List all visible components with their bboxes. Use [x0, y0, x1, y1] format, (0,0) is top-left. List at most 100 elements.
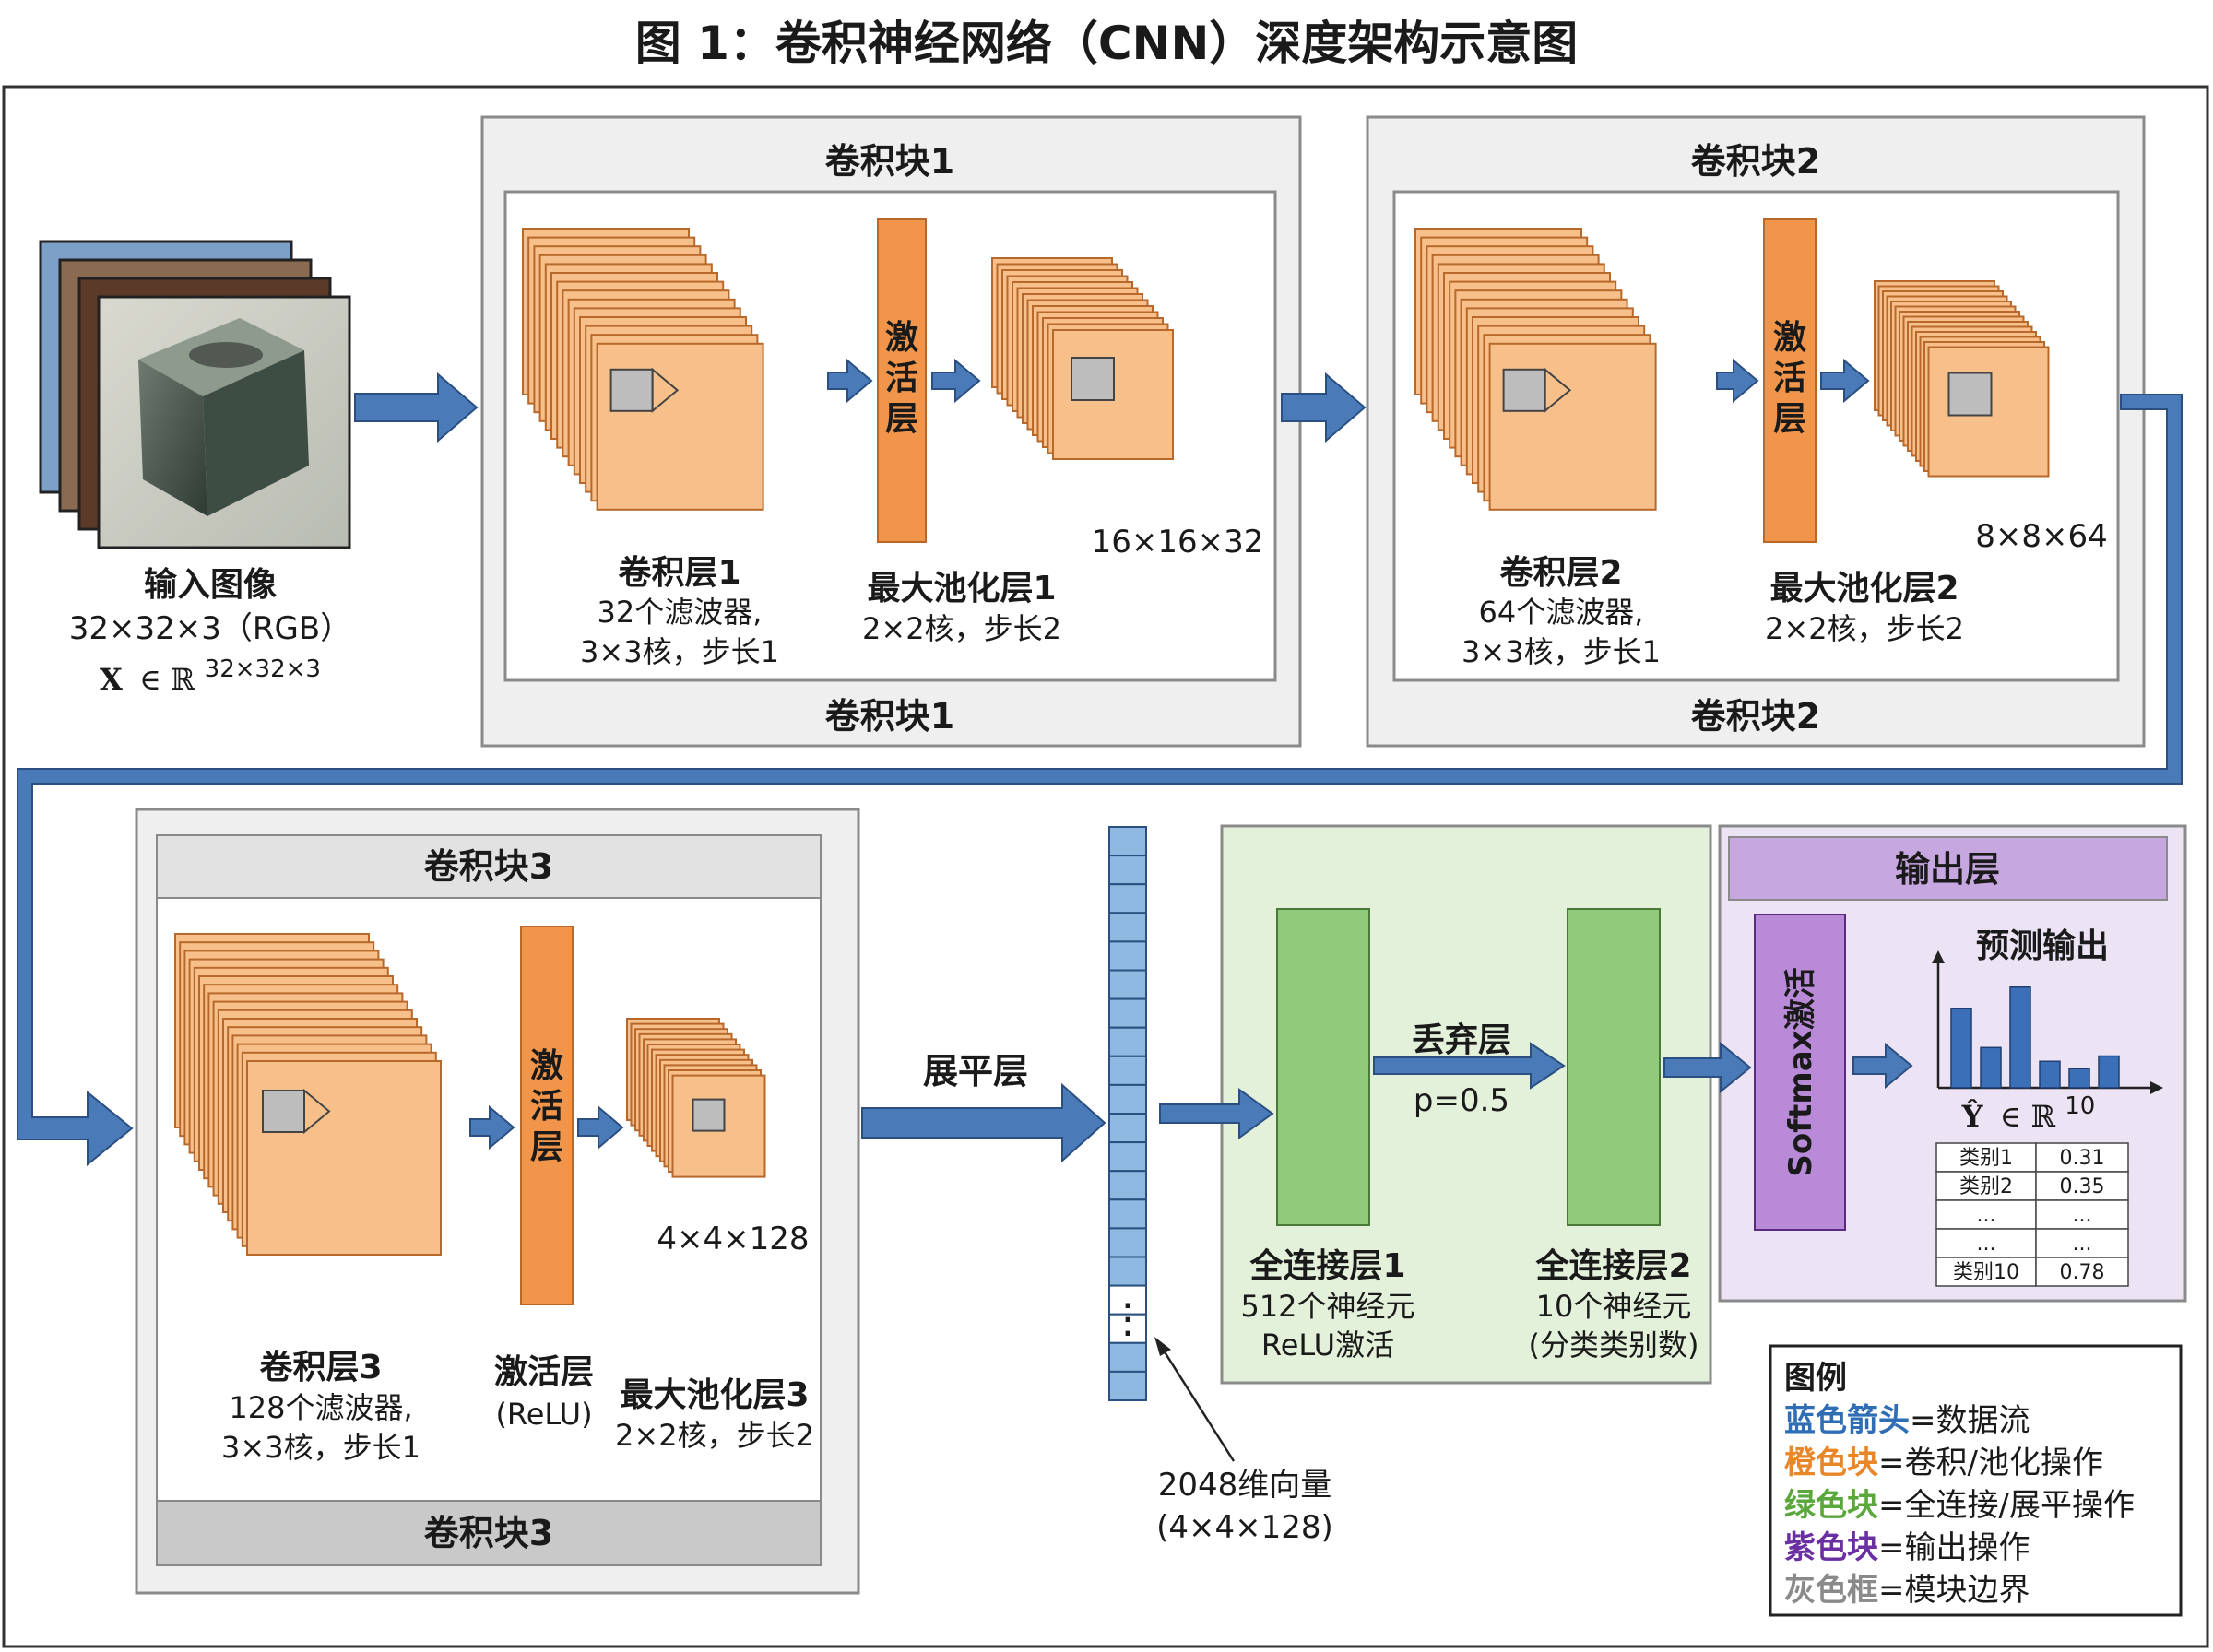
legend-key: 紫色块 — [1784, 1529, 1878, 1566]
legend-key: 绿色块 — [1784, 1487, 1878, 1524]
vector-cell — [1108, 1284, 1147, 1316]
fc1-desc1: 512个神经元 — [1240, 1289, 1414, 1324]
kernel-slide-marker — [1544, 367, 1572, 413]
kernel-window — [1947, 372, 1993, 417]
legend-text: =输出操作 — [1878, 1529, 2030, 1566]
arrow-act3-to-pool3 — [577, 1104, 624, 1150]
fc1-name: 全连接层1 — [1249, 1246, 1405, 1285]
data-flow-arrows — [17, 358, 2183, 1167]
block2-conv-stack — [1414, 228, 1657, 511]
block3-conv-desc1: 128个滤波器, — [229, 1390, 412, 1425]
legend-key: 橙色块 — [1784, 1445, 1878, 1481]
block3-title-top: 卷积块3 — [424, 846, 553, 887]
flatten-vector-label1: 2048维向量 — [1158, 1467, 1332, 1504]
table-cell — [1935, 1228, 2037, 1258]
block3-pool-name: 最大池化层3 — [620, 1376, 809, 1414]
arrow-input-to-block1 — [354, 372, 479, 443]
table-prob-value: 0.35 — [2060, 1175, 2105, 1198]
kernel-window — [1071, 357, 1115, 401]
vector-cell — [1108, 1113, 1147, 1144]
vector-cell — [1108, 1083, 1147, 1115]
pred-x-axis-head — [2150, 1081, 2163, 1094]
table-class-label: 类别10 — [1953, 1261, 2019, 1284]
legend-text: =数据流 — [1910, 1402, 2030, 1439]
prediction-bar-chart — [1932, 950, 2163, 1094]
block3-title-bottom: 卷积块3 — [424, 1513, 553, 1553]
table-class-label: ... — [1977, 1233, 1996, 1256]
block3-pool-desc: 2×2核，步长2 — [615, 1418, 814, 1453]
block3-activation-label: 激活层 — [530, 1047, 563, 1166]
block3-conv-desc2: 3×3核，步长1 — [221, 1430, 420, 1465]
legend-box — [1769, 1344, 2183, 1617]
softmax-layer — [1754, 914, 1846, 1231]
block1-conv-name: 卷积层1 — [618, 554, 740, 592]
input-math-sup: 32×32×3 — [205, 655, 321, 683]
vector-cell — [1108, 997, 1147, 1029]
block2-pool-desc: 2×2核，步长2 — [1765, 611, 1964, 646]
table-prob-value: ... — [2073, 1233, 2092, 1256]
arrow-act2-to-pool2 — [1820, 358, 1870, 404]
block2-conv-name: 卷积层2 — [1499, 554, 1622, 592]
pred-y-axis-head — [1932, 950, 1945, 963]
block1-pool-desc: 2×2核，步长2 — [862, 611, 1061, 646]
kernel-window — [609, 368, 654, 412]
block1-activation-label: 激活层 — [885, 319, 918, 438]
block3-title-bottom-bar — [156, 1500, 822, 1566]
outer-frame — [2, 85, 2209, 1648]
arrow-conv2-to-act2 — [1716, 358, 1759, 404]
block2-output-shape: 8×8×64 — [1975, 518, 2108, 555]
vector-cell — [1108, 1256, 1147, 1287]
vector-cell — [1108, 826, 1147, 857]
pred-bar — [1980, 1046, 2002, 1089]
legend-text: =卷积/池化操作 — [1878, 1445, 2103, 1481]
fc1-desc2: ReLU激活 — [1261, 1328, 1394, 1363]
kernel-window — [1502, 368, 1546, 412]
block3-output-shape: 4×4×128 — [657, 1221, 809, 1257]
legend-item: 蓝色箭头=数据流 — [1784, 1402, 2030, 1439]
arrow-fc1-to-fc2 — [1373, 1042, 1566, 1090]
block1-conv-desc1: 32个滤波器, — [598, 595, 763, 630]
table-cell — [2035, 1142, 2129, 1173]
block3-conv-name: 卷积层3 — [259, 1349, 382, 1386]
conv-block-1: 卷积块1 卷积块1 激活层 卷积层1 32个滤波器, 3×3核，步长1 最大池化… — [480, 115, 1302, 748]
vector-cell — [1108, 1141, 1147, 1173]
input-shape: 32×32×3（RGB） — [69, 610, 351, 647]
legend-text: =模块边界 — [1878, 1572, 2030, 1609]
block1-pool-stack — [991, 257, 1174, 460]
conv-block-2: 卷积块2 卷积块2 激活层 卷积层2 64个滤波器, 3×3核，步长1 最大池化… — [1366, 115, 2146, 748]
legend-key: 灰色框 — [1784, 1572, 1878, 1609]
block2-pool-stack — [1874, 280, 2050, 478]
flatten-vector — [1108, 826, 1147, 1402]
block2-activation-label: 激活层 — [1773, 319, 1806, 438]
table-prob-value: 0.31 — [2060, 1147, 2105, 1170]
block3-activation-layer — [520, 926, 574, 1305]
legend-key: 蓝色箭头 — [1784, 1402, 1910, 1439]
vector-cell — [1108, 912, 1147, 943]
vector-cell — [1108, 1198, 1147, 1230]
arrow-block3-to-flatten — [861, 1082, 1106, 1163]
block3-act-name: 激活层 — [494, 1353, 594, 1391]
vector-pointer-head — [1154, 1337, 1171, 1356]
block2-title-top: 卷积块2 — [1691, 141, 1820, 182]
fc-panel: 全连接层1 512个神经元 ReLU激活 全连接层2 10个神经元 (分类类别数… — [1220, 824, 1712, 1385]
arrow-act1-to-pool1 — [931, 358, 981, 404]
block1-activation-layer — [877, 218, 927, 543]
table-cell — [1935, 1199, 2037, 1230]
output-math: Ŷ ∈ ℝ 10 — [1961, 1092, 2096, 1134]
kernel-window — [262, 1090, 305, 1133]
table-class-label: 类别1 — [1959, 1147, 2013, 1170]
kernel-slide-marker — [303, 1088, 331, 1135]
input-math-var: X — [100, 662, 123, 697]
vector-cell — [1108, 940, 1147, 972]
table-class-label: 类别2 — [1959, 1175, 2013, 1198]
fc2-layer — [1567, 908, 1661, 1226]
table-class-label: ... — [1977, 1204, 1996, 1227]
output-math-in: ∈ ℝ — [2000, 1099, 2056, 1134]
arrow-fc2-to-softmax — [1663, 1041, 1752, 1094]
legend-item: 紫色块=输出操作 — [1784, 1529, 2030, 1566]
arrow-softmax-to-prediction — [1852, 1042, 1913, 1090]
pred-bar — [2068, 1068, 2090, 1089]
block2-conv-desc2: 3×3核，步长1 — [1462, 634, 1661, 669]
